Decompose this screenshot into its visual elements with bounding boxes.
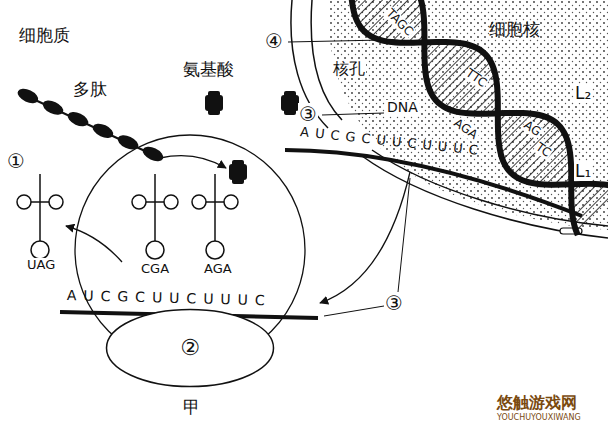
dna-strand (378, 0, 577, 235)
amino-acid (140, 144, 165, 164)
amino-acid (281, 91, 299, 115)
arrow (320, 172, 410, 303)
dna-helix (352, 0, 608, 235)
leader-line (288, 40, 383, 42)
stroke (17, 195, 31, 209)
stroke (146, 241, 164, 259)
amino-acid-group (205, 91, 299, 184)
stroke (224, 195, 238, 209)
stroke (31, 241, 49, 259)
stroke (164, 195, 178, 209)
watermark: 悠触游戏网 (496, 394, 578, 412)
stroke (232, 160, 244, 184)
stroke (208, 91, 220, 115)
stroke (206, 241, 224, 259)
label: L₂ (574, 84, 592, 103)
label: L₁ (574, 162, 592, 181)
amino-acid (90, 121, 115, 141)
amino-acid (205, 91, 223, 115)
label: ① (6, 150, 26, 172)
stroke (205, 201, 225, 203)
label: ③ (384, 292, 404, 314)
amino-acid (15, 86, 40, 106)
stroke (39, 174, 41, 242)
label: ④ (264, 30, 284, 52)
mrna-strand (285, 150, 582, 216)
leader-line (322, 113, 384, 115)
label: 核孔 (332, 60, 366, 78)
amino-acid (229, 160, 247, 184)
ribosome-outline (107, 310, 274, 387)
stroke (49, 195, 63, 209)
amino-acid (115, 132, 140, 152)
label: ③ (298, 103, 318, 125)
label: 甲 (182, 398, 201, 417)
arrow (66, 226, 122, 262)
label: 多肽 (72, 80, 108, 99)
watermark: YOUCHUYOUXIWANG (496, 414, 582, 423)
trna (132, 174, 178, 259)
stroke (145, 201, 165, 203)
leader-line (324, 306, 384, 316)
ribosome: ② (105, 308, 275, 388)
label: 细胞质 (18, 26, 71, 45)
arrow (160, 156, 226, 168)
label: 氨基酸 (182, 60, 235, 79)
leader-line (398, 178, 410, 292)
trna-group (17, 174, 238, 259)
label: DNA (386, 100, 419, 115)
stroke (192, 195, 206, 209)
trna (192, 174, 238, 259)
label: 细胞核 (488, 20, 541, 39)
peptide-bond (18, 92, 160, 158)
label: CGA (140, 262, 170, 276)
stroke (214, 174, 216, 242)
amino-acid (40, 98, 65, 118)
trna (17, 174, 63, 259)
stroke (154, 174, 156, 242)
stroke (284, 91, 296, 115)
amino-acid (65, 109, 90, 129)
label: UAG (26, 258, 56, 272)
label: AGA (203, 262, 233, 276)
callout-number: ② (180, 336, 200, 360)
stroke (132, 195, 146, 209)
stroke (30, 201, 50, 203)
label: AUCGCUUCUUUC (66, 288, 273, 309)
